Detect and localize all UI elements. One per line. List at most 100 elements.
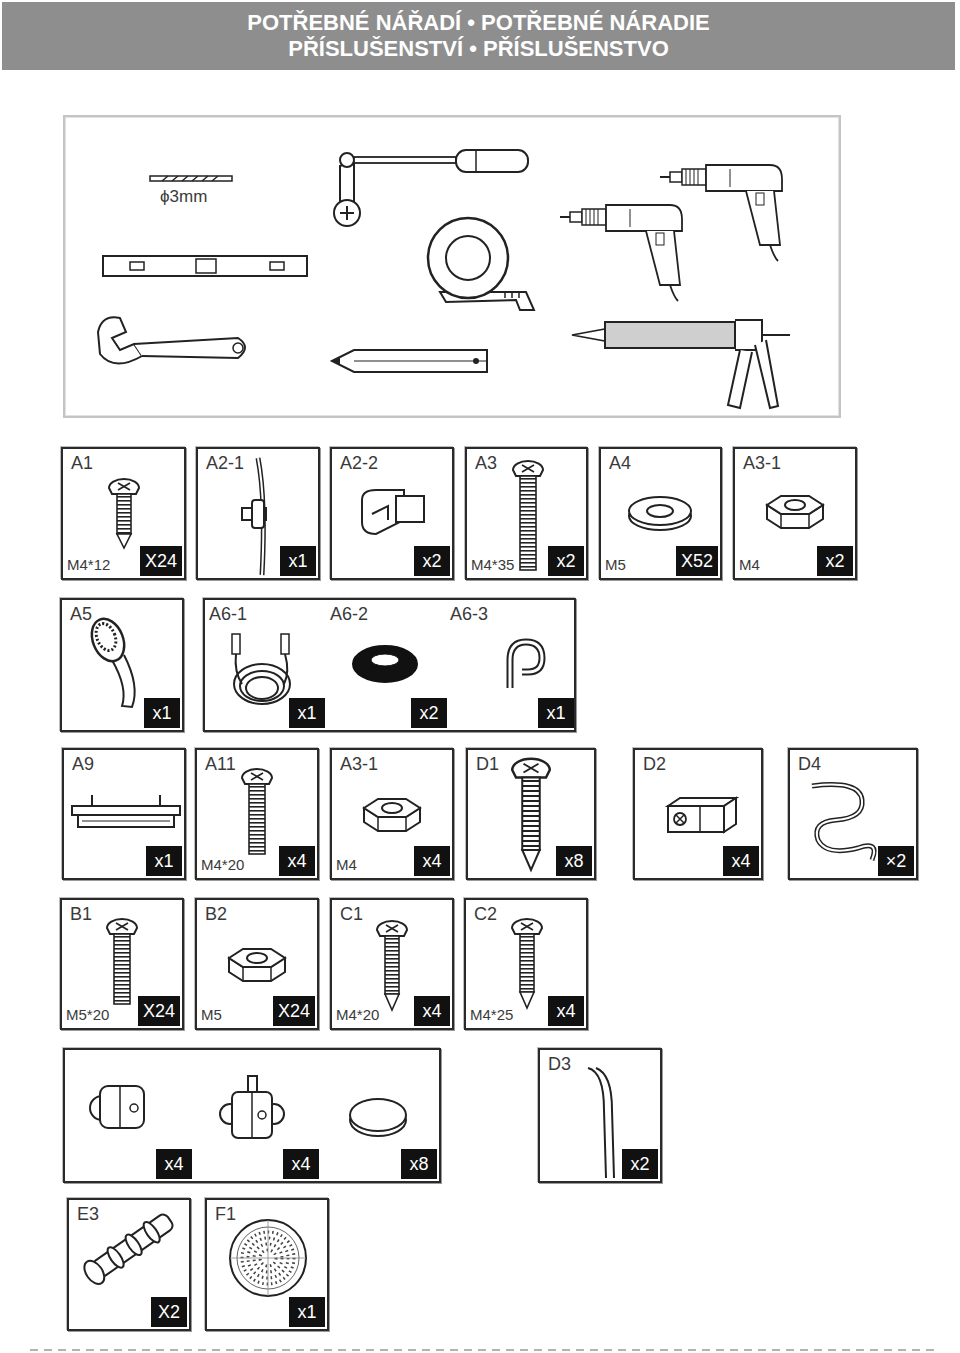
wall-plug [668,806,724,832]
thread-size: M5*20 [66,1006,109,1023]
seal-coil [812,785,874,860]
spirit-level [196,259,216,273]
quantity-badge: x8 [401,1149,437,1179]
part-code: B2 [205,904,227,924]
thread-size: M4*20 [201,856,244,873]
part-code: A2-1 [206,453,244,473]
screw [109,479,139,548]
wall-plug [668,798,736,832]
hose [232,634,240,654]
part-box: D3 x2 [538,1048,662,1183]
shaft [105,1245,127,1270]
drill-bit [162,176,218,181]
quantity-badge: x2 [414,546,450,576]
part-code: A3 [475,453,497,473]
glass-clamp [119,1086,121,1128]
part-code: C2 [474,904,497,924]
part-box: A6-1A6-2A6-3x1x2x1 [203,598,576,732]
part-box: D1x8 [466,748,596,880]
bracket [396,496,424,522]
part-code: A6-1 [209,604,247,624]
ratchet-screwdriver [346,206,348,220]
shower-head [268,1220,269,1296]
nut [767,496,823,528]
shaft [91,1212,175,1278]
thread-size: M4*12 [67,556,110,573]
wrench [233,343,243,353]
part-code: D3 [548,1054,571,1074]
pencil [332,357,340,365]
part-code: A3-1 [743,453,781,473]
glass-clamp [232,1092,272,1138]
seal-coil [812,785,874,860]
hand-shower [92,621,119,654]
pencil [473,358,479,364]
thread-size: M4*25 [470,1006,513,1023]
part-code: D4 [798,754,821,774]
tape-measure [428,218,534,310]
part-code: D2 [643,754,666,774]
hose [284,654,287,684]
page-heading: POTŘEBNÉ NÁŘADÍ • POTŘEBNÉ NÁRADIE PŘÍSL… [159,2,799,62]
caulk-gun [728,350,752,408]
dashed-rule [30,1349,940,1351]
ratchet-screwdriver [334,200,360,226]
part-box: x4x4x8 [63,1048,441,1183]
part-box: D4×2 [788,748,918,880]
caulk-gun [572,329,605,341]
screw [513,461,543,570]
tape-measure [446,236,490,280]
quantity-badge: x4 [279,846,315,876]
part-code: B1 [70,904,92,924]
wrench [98,317,142,363]
part-box: A2-2x2 [330,447,454,580]
seal-coil [812,785,874,860]
part-code: A6-2 [330,604,368,624]
seal-strip [588,1068,614,1178]
tape-measure [505,292,519,298]
ratchet-screwdriver [475,150,477,172]
hose [234,664,290,704]
hook [510,642,542,688]
rubber-washer [353,646,417,682]
quantity-badge: x2 [817,546,853,576]
shelf [159,795,161,806]
quantity-badge: x2 [622,1149,658,1179]
wall-plug [674,813,686,825]
spirit-level [130,262,144,270]
part-box: A4M5X52 [599,447,722,580]
ratchet-screwdriver [334,150,528,226]
part-box: C1M4*20x4 [330,898,454,1030]
part-box: A5x1 [60,598,184,732]
tape-measure [428,218,508,298]
quantity-badge: x1 [289,698,325,728]
part-box: C2M4*25x4 [464,898,588,1030]
quantity-badge: X24 [273,996,315,1026]
part-box: B2M5X24 [195,898,319,1030]
header-band: POTŘEBNÉ NÁŘADÍ • POTŘEBNÉ NÁRADIE PŘÍSL… [2,2,955,70]
caulk-gun [755,340,778,408]
glass-clamp [220,1076,284,1138]
quantity-badge: x1 [280,546,316,576]
screw [242,769,272,854]
glass-clamp [130,1104,138,1112]
slide-bar [252,500,264,528]
rubber-washer [371,654,399,666]
quantity-badge: x1 [144,698,180,728]
tool-drawings [98,150,790,408]
shower-head [230,1220,306,1296]
power-drills [560,205,682,301]
quantity-badge: x1 [289,1297,325,1327]
part-box: E3X2 [67,1198,191,1331]
shelf [72,806,180,815]
shaft [141,1220,163,1245]
hand-shower [86,614,135,707]
quantity-badge: x4 [156,1149,192,1179]
quantity-badge: X2 [151,1297,187,1327]
quantity-badge: X24 [140,546,182,576]
hose [232,634,290,704]
shelf [72,795,180,827]
screw [512,759,550,870]
bracket [372,506,388,520]
shelf [78,815,174,827]
